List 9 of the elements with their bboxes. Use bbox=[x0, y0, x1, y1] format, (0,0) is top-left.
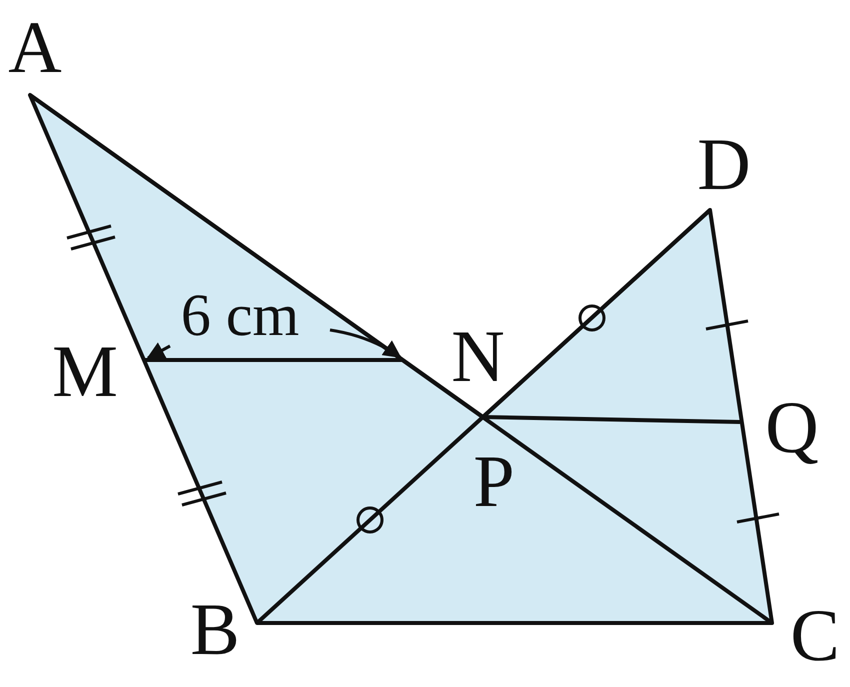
point-label: C bbox=[790, 599, 840, 673]
dimension-label: 6 cm bbox=[180, 285, 300, 345]
point-label: N bbox=[451, 320, 505, 394]
point-label: A bbox=[8, 11, 62, 85]
point-label: Q bbox=[765, 391, 819, 465]
point-label: P bbox=[473, 445, 515, 519]
point-label: D bbox=[697, 128, 751, 202]
point-label: B bbox=[190, 593, 240, 667]
point-label: M bbox=[52, 335, 118, 409]
